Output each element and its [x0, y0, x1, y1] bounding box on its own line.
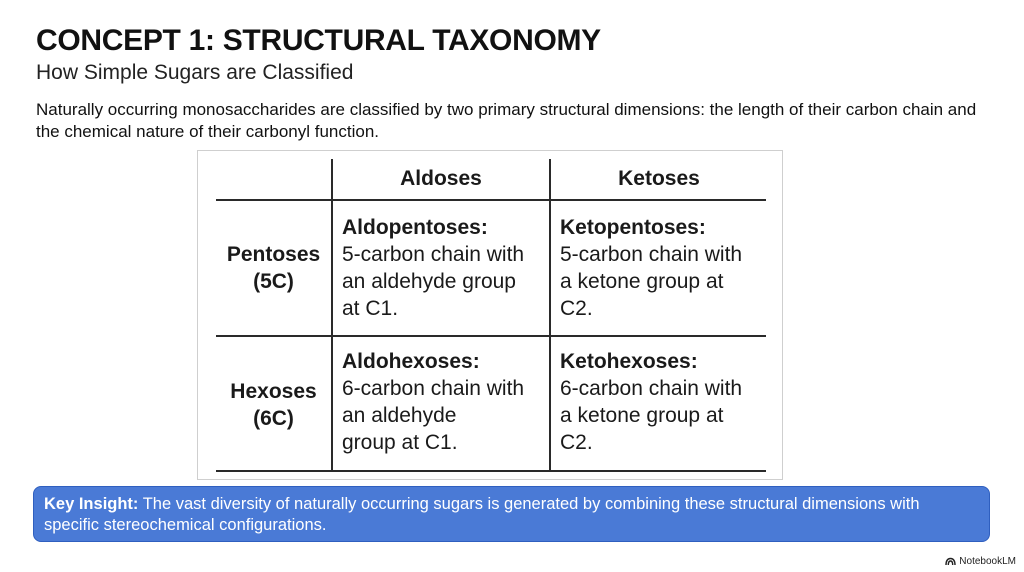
- cell-term: Aldopentoses:: [342, 216, 488, 239]
- cell-aldohexoses: Aldohexoses: 6-carbon chain with an alde…: [342, 348, 547, 456]
- cell-term: Ketopentoses:: [560, 216, 706, 239]
- cell-line: 5-carbon chain with: [342, 243, 525, 266]
- key-insight-label: Key Insight:: [44, 495, 139, 513]
- column-header-ketoses: Ketoses: [618, 167, 700, 190]
- cell-line: at C1.: [342, 297, 399, 320]
- cell-line: a ketone group at: [560, 404, 724, 427]
- table-divider-1: [331, 159, 333, 472]
- notebooklm-watermark: NotebookLM: [945, 556, 1016, 567]
- slide-title: CONCEPT 1: STRUCTURAL TAXONOMY: [36, 24, 601, 57]
- key-insight-text: The vast diversity of naturally occurrin…: [44, 495, 920, 534]
- table-rule-bottom: [216, 470, 766, 472]
- cell-term: Aldohexoses:: [342, 350, 480, 373]
- cell-line: 6-carbon chain with: [342, 377, 525, 400]
- intro-paragraph: Naturally occurring monosaccharides are …: [36, 100, 977, 141]
- cell-line: an aldehyde group: [342, 270, 516, 293]
- cell-ketohexoses: Ketohexoses: 6-carbon chain with a keton…: [560, 348, 765, 456]
- cell-line: 6-carbon chain with: [560, 377, 743, 400]
- table-rule-header: [216, 199, 766, 201]
- row-label-carbons: (5C): [253, 270, 294, 293]
- cell-line: C2.: [560, 431, 593, 454]
- slide-subtitle: How Simple Sugars are Classified: [36, 61, 354, 84]
- cell-line: an aldehyde: [342, 404, 457, 427]
- row-header-hexoses: Hexoses (6C): [216, 378, 331, 432]
- cell-line: 5-carbon chain with: [560, 243, 743, 266]
- key-insight-callout: Key Insight: The vast diversity of natur…: [33, 486, 990, 542]
- column-header-aldoses: Aldoses: [400, 167, 482, 190]
- row-label: Pentoses: [226, 243, 321, 266]
- row-header-pentoses: Pentoses (5C): [216, 241, 331, 295]
- classification-table-image: Aldoses Ketoses Pentoses (5C) Aldopentos…: [197, 150, 783, 480]
- table-rule-middle: [216, 335, 766, 337]
- cell-line: a ketone group at: [560, 270, 724, 293]
- cell-line: group at C1.: [342, 431, 458, 454]
- notebooklm-label: NotebookLM: [959, 556, 1016, 567]
- cell-ketopentoses: Ketopentoses: 5-carbon chain with a keto…: [560, 214, 765, 322]
- row-label-carbons: (6C): [253, 407, 294, 430]
- notebooklm-logo-icon: [945, 557, 956, 566]
- cell-aldopentoses: Aldopentoses: 5-carbon chain with an ald…: [342, 214, 547, 322]
- cell-line: C2.: [560, 297, 593, 320]
- cell-term: Ketohexoses:: [560, 350, 698, 373]
- classification-table: Aldoses Ketoses Pentoses (5C) Aldopentos…: [198, 151, 782, 479]
- row-label: Hexoses: [230, 380, 317, 403]
- table-divider-2: [549, 159, 551, 472]
